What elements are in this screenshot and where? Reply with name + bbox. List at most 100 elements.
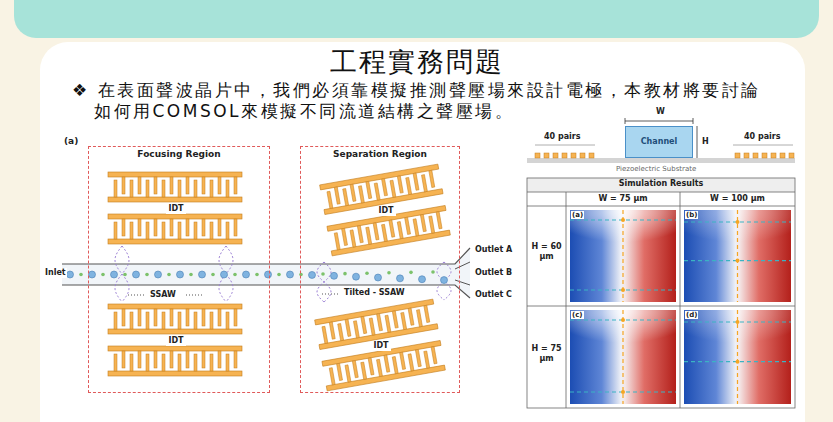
particle-small (101, 273, 105, 277)
bus-bar (327, 205, 446, 231)
electrode-finger (406, 177, 412, 194)
idt-symbol (315, 299, 446, 391)
electrode-finger (373, 223, 379, 240)
electrode-finger (130, 312, 133, 329)
electrode (544, 153, 549, 158)
electrode-finger (334, 233, 340, 250)
header-band (14, 0, 819, 38)
pressure-field (684, 310, 791, 404)
panel-tag: (c) (571, 311, 584, 319)
electrode-finger (186, 351, 189, 368)
electrode-finger (392, 357, 398, 374)
content-card (40, 42, 805, 422)
bus-bar (108, 214, 242, 219)
electrode-finger (162, 354, 165, 371)
electrode-finger (170, 219, 173, 236)
electrode-finger (130, 222, 133, 239)
particle-small (233, 273, 237, 277)
outlet-label: Outlet C (474, 290, 513, 300)
idt-symbol (108, 172, 242, 244)
wave-lobe (437, 262, 451, 300)
wave-lobe (317, 262, 331, 302)
bus-bar (108, 346, 242, 351)
idt-transducer: IDT (109, 173, 243, 245)
particle-large (287, 271, 294, 278)
bus-bar (315, 299, 434, 325)
electrode-finger (352, 361, 358, 378)
bus-bar (322, 340, 441, 366)
region-box: Focusing RegionIDTIDT (88, 146, 270, 393)
bus-bar (108, 197, 242, 202)
particle-large (155, 271, 162, 278)
electrode-finger (384, 355, 390, 372)
width-dimension (693, 118, 694, 124)
electrode-finger (358, 186, 364, 203)
electrode-finger (194, 180, 197, 197)
pairs-bracket (733, 145, 793, 146)
electrode-finger (390, 180, 396, 197)
particles (67, 270, 448, 283)
electrode-finger (408, 354, 414, 371)
wave-lobe (317, 262, 331, 302)
electrode (553, 153, 558, 158)
electrode-finger (234, 351, 237, 368)
particle-large (397, 275, 404, 282)
electrode-finger (413, 219, 419, 236)
electrode-finger (366, 227, 372, 244)
particle-large (177, 271, 184, 278)
table-title: Simulation Results (527, 179, 795, 189)
bus-bar (331, 230, 450, 256)
standing-wave (115, 246, 451, 302)
electrode-finger (138, 177, 141, 194)
particle-small (189, 273, 193, 277)
bus-bar (326, 365, 445, 391)
electrode-finger (400, 352, 406, 369)
channel-box: Channel (625, 126, 693, 158)
region-title: Focusing Region (135, 149, 222, 160)
electrode (771, 153, 776, 158)
electrode-finger (405, 217, 411, 234)
electrode-finger (345, 365, 351, 382)
slide-title: 工程實務問題 (0, 44, 833, 80)
particle-large (419, 276, 426, 283)
electrode (744, 153, 749, 158)
electrode-finger (234, 177, 237, 194)
pressure-field (684, 210, 791, 302)
channel-wall (62, 285, 470, 298)
electrode-finger (162, 312, 165, 329)
channel-wall (62, 248, 470, 264)
electrode-finger (392, 311, 398, 328)
pairs-bracket (535, 145, 595, 146)
electrode-finger (122, 219, 125, 236)
electrode-finger (234, 219, 237, 236)
bus-bar (108, 172, 242, 177)
dotted-guide (186, 294, 204, 295)
panel-tag: (d) (685, 311, 698, 319)
table-header: W = 100 μm (680, 194, 795, 204)
electrode-finger (401, 312, 407, 329)
table-rule (566, 192, 567, 408)
bullet-text: ❖ 在表面聲波晶片中，我們必須靠模擬推測聲壓場來設計電極，本教材將要討論如何用C… (72, 80, 772, 122)
electrode-finger (368, 358, 374, 375)
electrode-finger (114, 180, 117, 197)
electrode-finger (421, 175, 427, 192)
electrode-finger (186, 309, 189, 326)
idt-transducer: IDT (321, 166, 451, 256)
electrode-finger (146, 312, 149, 329)
table-rule (527, 192, 795, 193)
wave-lobe (219, 246, 233, 302)
particle-large (265, 271, 272, 278)
idt-symbol (108, 304, 242, 376)
electrode-finger (436, 212, 442, 229)
particle-large (111, 271, 118, 278)
electrode-finger (194, 354, 197, 371)
electrode-finger (361, 316, 367, 333)
electrode-finger (408, 308, 414, 325)
table-header: H = 75 μm (528, 344, 565, 363)
particle-small (255, 273, 259, 277)
particle-small (387, 271, 391, 275)
particle-large (331, 272, 338, 279)
electrode-finger (382, 224, 388, 241)
node-label: IDT (166, 204, 185, 214)
particle-small (145, 273, 149, 277)
